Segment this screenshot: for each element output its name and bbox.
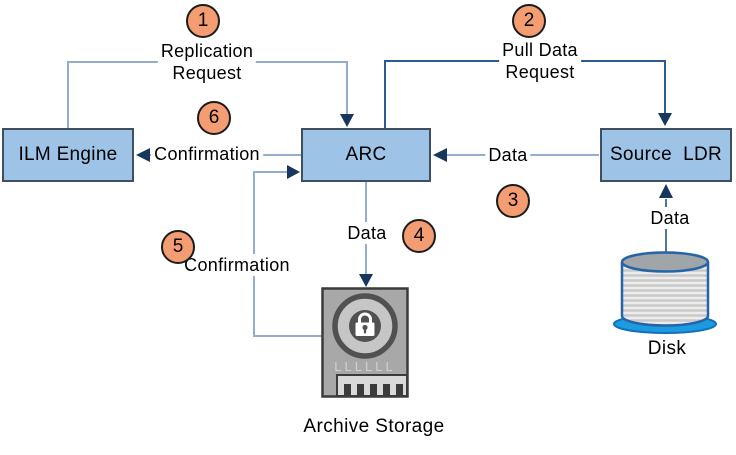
label-replication-request: Replication Request xyxy=(157,40,257,84)
node-source-ldr-label: Source LDR xyxy=(609,144,723,165)
label-data-3: Data xyxy=(485,144,531,166)
caption-archive-storage: Archive Storage xyxy=(303,416,445,437)
label-disk-data: Data xyxy=(647,207,693,229)
step-circle-1: 1 xyxy=(186,4,220,38)
step-circle-3: 3 xyxy=(496,184,530,218)
node-arc-label: ARC xyxy=(345,144,387,165)
label-confirmation-6: Confirmation xyxy=(151,143,263,165)
step-circle-4: 4 xyxy=(402,219,436,253)
arrowhead-into-archive-top xyxy=(359,274,373,287)
label-pull-data-request: Pull Data Request xyxy=(499,39,581,83)
node-ilm-engine-label: ILM Engine xyxy=(18,144,118,165)
label-data-4: Data xyxy=(344,222,390,244)
caption-disk: Disk xyxy=(647,338,687,359)
archive-connector-teeth xyxy=(344,384,403,396)
archive-vent-marks: LLLLLL xyxy=(334,359,395,374)
step-circle-2: 2 xyxy=(512,4,546,38)
arrowhead-into-ldr-top xyxy=(658,113,672,126)
disk-top-ellipse xyxy=(620,251,710,273)
arrowhead-into-ilm-right xyxy=(136,148,150,162)
arrowhead-into-ldr-bottom xyxy=(659,184,673,198)
arrowhead-into-arc-top xyxy=(340,114,354,127)
node-ilm-engine: ILM Engine xyxy=(2,128,134,182)
archive-storage-icon: LLLLLL xyxy=(321,287,409,398)
node-source-ldr: Source LDR xyxy=(600,128,732,182)
arrowhead-into-arc-left xyxy=(287,165,300,179)
node-arc: ARC xyxy=(301,128,431,182)
label-confirmation-5: Confirmation xyxy=(181,254,293,276)
step-circle-6: 6 xyxy=(197,101,231,135)
arrowhead-into-arc-right xyxy=(433,148,447,162)
padlock-icon xyxy=(355,312,375,336)
disk-icon xyxy=(613,251,717,334)
step-circle-5: 5 xyxy=(161,230,195,264)
